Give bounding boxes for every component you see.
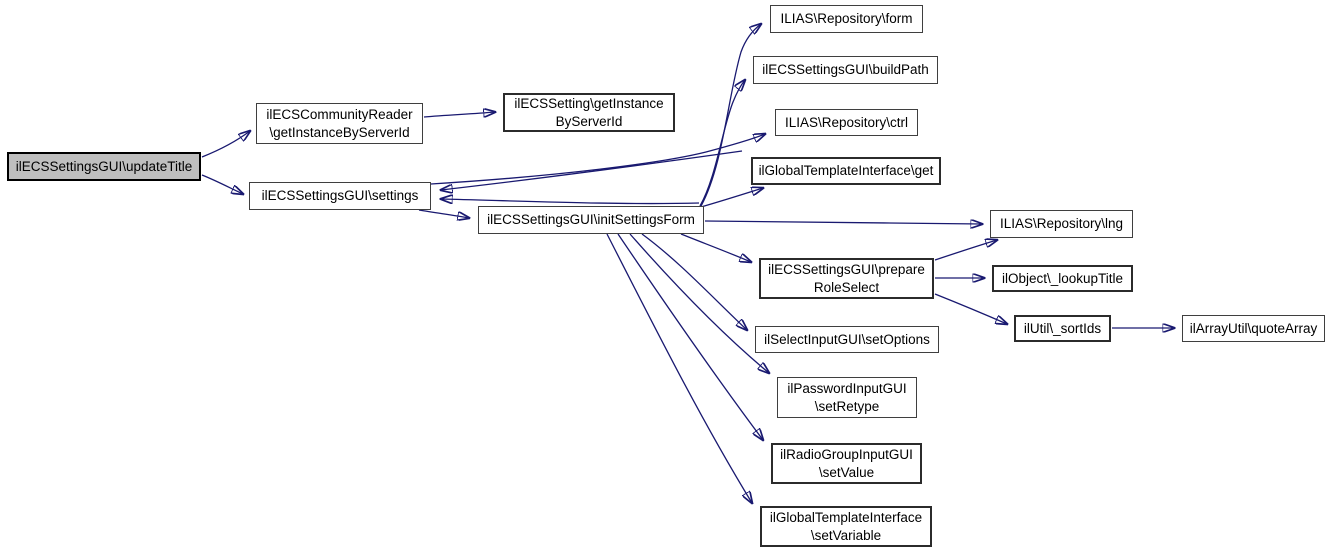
edge-initsettingsform-setretype bbox=[629, 233, 769, 373]
node-ilecssetting-getinstancebyserverid[interactable]: ilECSSetting\getInstance ByServerId bbox=[503, 93, 675, 132]
node-ilglobaltemplateinterface-setvariable[interactable]: ilGlobalTemplateInterface \setVariable bbox=[760, 506, 932, 547]
node-ilecscommunityreader-getinstancebyserverid[interactable]: ilECSCommunityReader \getInstanceByServe… bbox=[256, 103, 423, 144]
node-ilradiogroupinputgui-setvalue[interactable]: ilRadioGroupInputGUI \setValue bbox=[771, 443, 922, 484]
node-ilglobaltemplateinterface-get[interactable]: ilGlobalTemplateInterface\get bbox=[751, 157, 941, 185]
node-ilecssettingsgui-settings[interactable]: ilECSSettingsGUI\settings bbox=[249, 182, 431, 210]
edge-initsettingsform-setvariable bbox=[606, 233, 752, 503]
node-ilecssettingsgui-initsettingsform[interactable]: ilECSSettingsGUI\initSettingsForm bbox=[478, 206, 704, 234]
node-ilpasswordinputgui-setretype[interactable]: ilPasswordInputGUI \setRetype bbox=[777, 377, 917, 418]
node-ilecssettingsgui-buildpath[interactable]: ilECSSettingsGUI\buildPath bbox=[753, 56, 938, 84]
edge-preparerolesect-repositorylng bbox=[934, 240, 997, 261]
node-ilobject-lookuptitle[interactable]: ilObject\_lookupTitle bbox=[992, 265, 1133, 292]
edge-initsettingsform-repositorylng bbox=[704, 221, 982, 224]
edge-settings-repositoryctrl bbox=[430, 134, 765, 185]
edge-initsettingsform-settings-lower bbox=[441, 199, 700, 205]
edge-initsettingsform-preparerolesect bbox=[680, 233, 751, 262]
edge-initsettingsform-templateget bbox=[700, 188, 763, 208]
node-ilias-repository-form[interactable]: ILIAS\Repository\form bbox=[770, 5, 923, 33]
node-ilias-repository-lng[interactable]: ILIAS\Repository\lng bbox=[990, 210, 1133, 238]
edge-settings-initsettingsform bbox=[418, 209, 469, 218]
node-ilecssettingsgui-updatetitle: ilECSSettingsGUI\updateTitle bbox=[7, 152, 201, 181]
edge-initsettingsform-settings-upper bbox=[441, 150, 743, 190]
edge-initsettingsform-repositoryform bbox=[700, 24, 761, 207]
edge-initsettingsform-setoptions bbox=[641, 233, 747, 330]
edge-updatetitle-settings bbox=[201, 174, 243, 194]
edge-readergetinstance-settinggetinstance bbox=[423, 112, 495, 118]
node-ilutil-sortids[interactable]: ilUtil\_sortIds bbox=[1014, 315, 1111, 342]
edge-preparerolesect-sortids bbox=[934, 293, 1007, 324]
edge-initsettingsform-buildpath bbox=[699, 80, 745, 207]
node-ilarrayutil-quotearray[interactable]: ilArrayUtil\quoteArray bbox=[1182, 315, 1325, 342]
edge-updatetitle-readergetinstance bbox=[201, 131, 250, 158]
node-ilias-repository-ctrl[interactable]: ILIAS\Repository\ctrl bbox=[775, 109, 918, 136]
edge-initsettingsform-setvalue bbox=[617, 233, 763, 440]
node-ilselectinputgui-setoptions[interactable]: ilSelectInputGUI\setOptions bbox=[755, 326, 939, 353]
node-ilecssettingsgui-prepareroleselect[interactable]: ilECSSettingsGUI\prepare RoleSelect bbox=[759, 258, 934, 299]
